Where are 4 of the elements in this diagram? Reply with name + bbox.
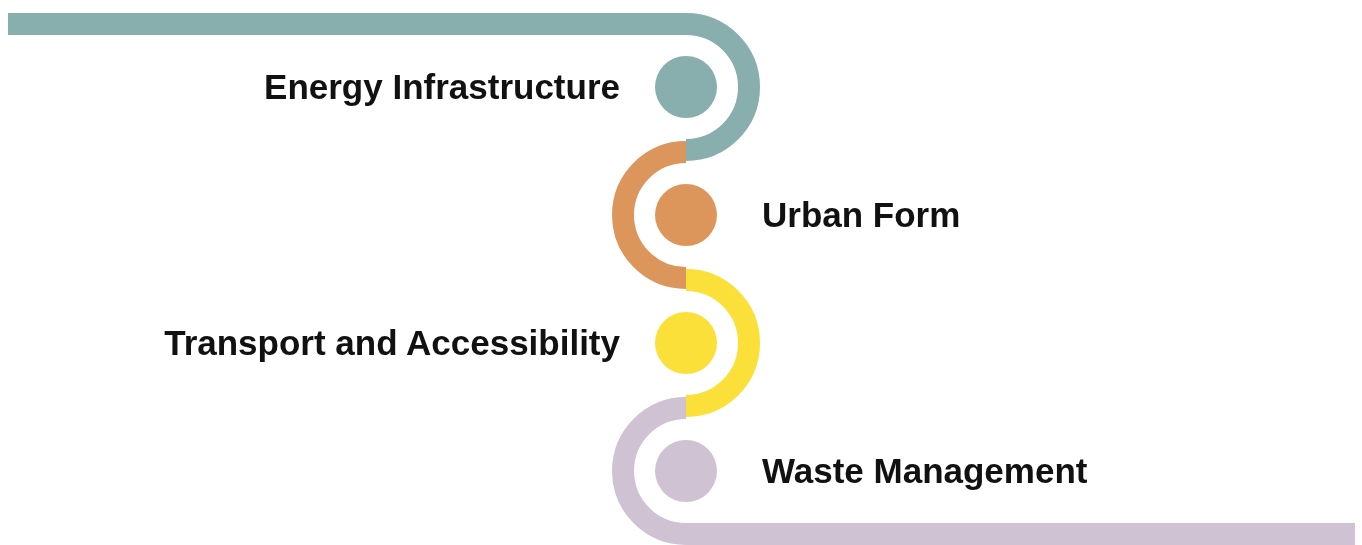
item-label: Waste Management	[762, 451, 1088, 491]
item-label: Transport and Accessibility	[164, 323, 620, 363]
item-label: Urban Form	[762, 195, 961, 235]
item-label: Energy Infrastructure	[264, 67, 620, 107]
